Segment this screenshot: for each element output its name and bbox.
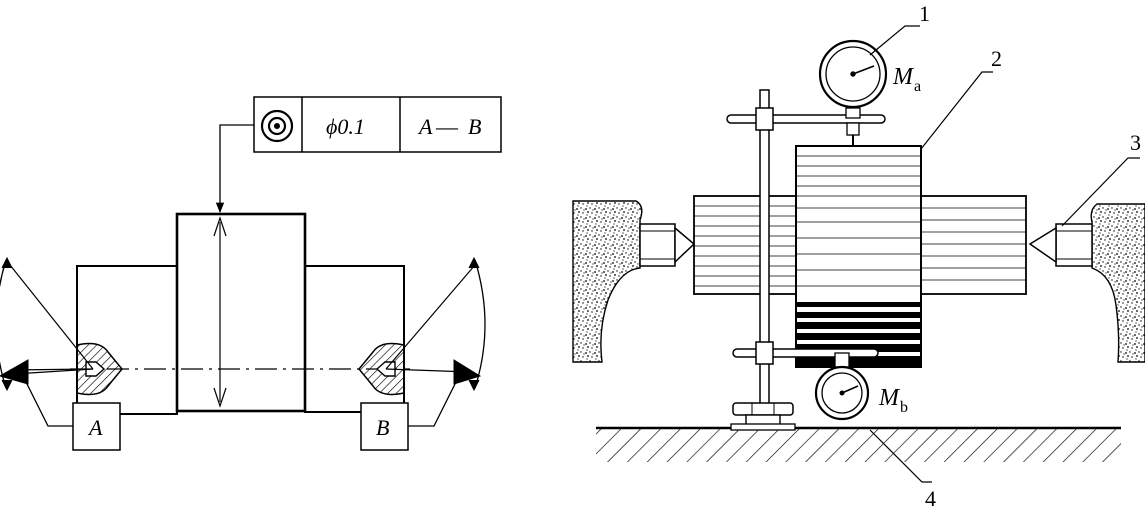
tolerance-value: ϕ0.1 xyxy=(326,114,365,139)
callout-4: 4 xyxy=(925,486,936,510)
datum-b-construction: B xyxy=(360,256,486,451)
right-drawing: M a M b 1 2 3 4 xyxy=(572,1,1145,510)
callout-2: 2 xyxy=(991,46,1002,71)
datum-b-triangle xyxy=(453,359,482,385)
frame-leader xyxy=(215,124,254,214)
datum-ref-b: B xyxy=(468,114,481,139)
datum-ref-a: A xyxy=(417,114,433,139)
callout-leaders xyxy=(869,25,1140,483)
right-tailstock xyxy=(1028,203,1145,363)
feature-control-frame: ϕ0.1 A — B xyxy=(253,96,502,153)
gauge-a-subscript: a xyxy=(914,78,921,95)
shaft-ends xyxy=(693,195,1027,295)
gauge-b-letter: M xyxy=(878,385,901,411)
datum-b-label: B xyxy=(376,415,389,440)
left-headstock xyxy=(572,200,696,363)
concentricity-icon xyxy=(260,109,294,143)
callout-1: 1 xyxy=(919,1,930,26)
datum-a-construction: A xyxy=(0,256,121,451)
floor xyxy=(596,426,1121,462)
datum-a-box xyxy=(72,402,121,451)
gauge-b: M b xyxy=(814,352,908,421)
right-center-hole xyxy=(358,342,405,396)
shaft-part xyxy=(70,212,410,415)
gauge-a: M a xyxy=(818,39,921,146)
datum-ref-dash: — xyxy=(435,114,459,139)
callout-3: 3 xyxy=(1130,130,1141,155)
datum-a-label: A xyxy=(87,415,103,440)
gauge-b-subscript: b xyxy=(900,399,908,416)
main-cylinder xyxy=(795,145,922,368)
gauge-a-letter: M xyxy=(892,64,915,90)
datum-b-box xyxy=(360,402,409,451)
datum-a-triangle xyxy=(0,359,29,385)
left-drawing: ϕ0.1 A — B xyxy=(0,96,502,451)
